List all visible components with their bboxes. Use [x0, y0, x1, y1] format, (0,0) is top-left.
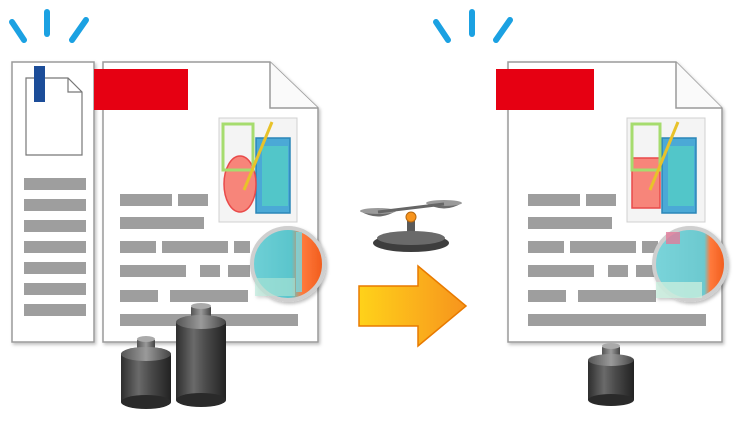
- small-document-icon: [11, 61, 95, 343]
- header-band: [94, 69, 188, 110]
- right-arrow-icon: [358, 264, 468, 348]
- header-band: [496, 69, 594, 110]
- single-weight-icon: [588, 343, 634, 406]
- bookmark-icon: [34, 66, 45, 102]
- attention-burst-icon: [433, 9, 513, 43]
- magnifier-lens: [652, 226, 728, 302]
- balance-scale-icon: [360, 200, 462, 252]
- text-lines: [528, 194, 706, 326]
- attention-burst-icon: [9, 9, 89, 43]
- image-inset-pixelated: [626, 117, 706, 223]
- magnifier-lens: [250, 226, 326, 302]
- image-inset: [218, 117, 298, 223]
- two-weights-icon: [121, 303, 226, 409]
